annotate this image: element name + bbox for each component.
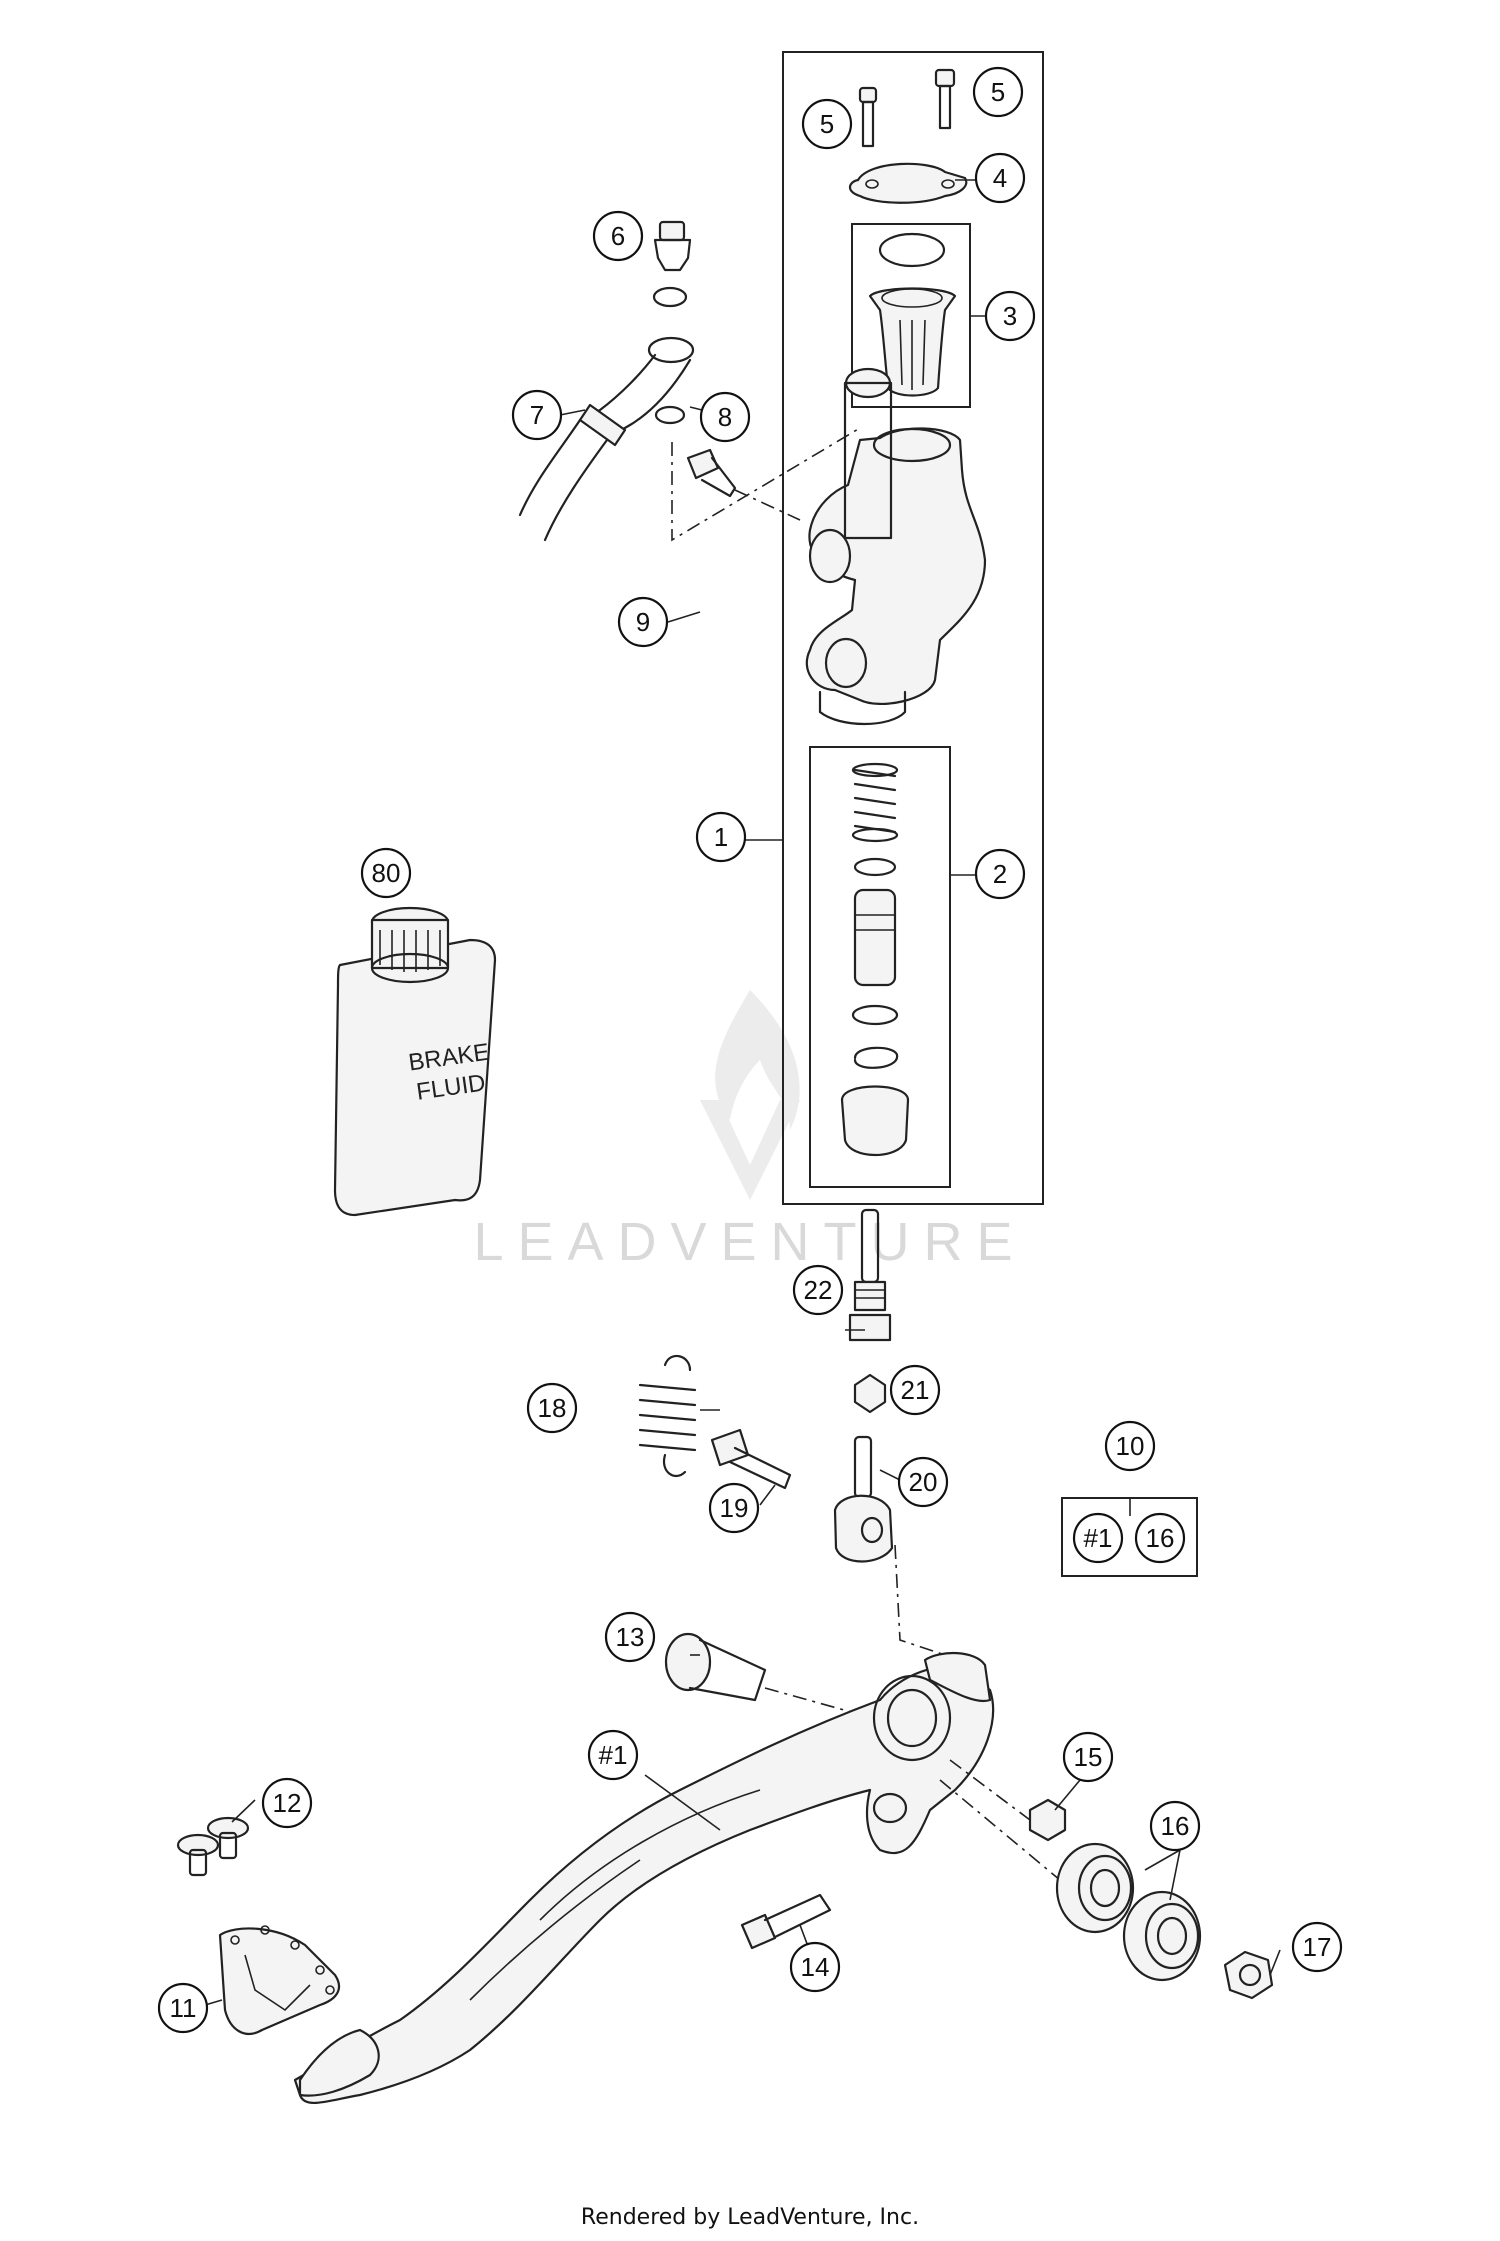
svg-text:12: 12	[273, 1788, 302, 1818]
callout-6: 6	[592, 210, 644, 262]
svg-text:21: 21	[901, 1375, 930, 1405]
nut-17	[1223, 1950, 1274, 2000]
dash-line-bolt9	[734, 489, 801, 521]
svg-text:#1: #1	[599, 1740, 628, 1770]
svg-text:9: 9	[636, 607, 650, 637]
callout-18: 18	[526, 1382, 578, 1434]
master-cylinder-body	[805, 367, 987, 726]
bearing-16-a	[1055, 1842, 1135, 1934]
callout-4: 4	[974, 152, 1026, 204]
svg-text:16: 16	[1146, 1523, 1175, 1553]
callout-10: 10	[1104, 1420, 1156, 1472]
svg-text:10: 10	[1116, 1431, 1145, 1461]
svg-text:80: 80	[372, 858, 401, 888]
svg-text:11: 11	[170, 1993, 197, 2023]
watermark: LEADVENTURE	[473, 990, 1026, 1272]
washer-8	[654, 405, 686, 425]
svg-text:6: 6	[611, 221, 625, 251]
watermark-text: LEADVENTURE	[473, 1212, 1026, 1272]
push-rod-22	[848, 1208, 892, 1342]
brake-pedal	[293, 1651, 995, 2104]
svg-text:14: 14	[801, 1952, 830, 1982]
callout-80: 80	[360, 847, 412, 899]
screw-5-left	[858, 86, 878, 148]
bearing-16-b	[1122, 1890, 1202, 1982]
callout-3: 3	[984, 290, 1036, 342]
callout-14: 14	[789, 1941, 841, 1993]
spring-18	[638, 1354, 697, 1478]
bolt-14	[740, 1893, 832, 1950]
nut-21	[853, 1373, 887, 1414]
washer-upper	[652, 286, 688, 308]
step-plate-11	[218, 1925, 341, 2036]
svg-text:13: 13	[616, 1622, 645, 1652]
footer-credit: Rendered by LeadVenture, Inc.	[580, 2205, 920, 2230]
screw-5-right	[934, 68, 956, 130]
svg-text:22: 22	[804, 1275, 833, 1305]
piston-kit-outline	[809, 746, 951, 1188]
svg-text:4: 4	[993, 163, 1007, 193]
svg-text:8: 8	[718, 402, 732, 432]
svg-text:17: 17	[1303, 1932, 1332, 1962]
svg-text:16: 16	[1161, 1811, 1190, 1841]
callout-1: 1	[695, 811, 747, 863]
callout-5-right: 5	[972, 66, 1024, 118]
callout-5-left: 5	[801, 98, 853, 150]
callout-15: 15	[1062, 1731, 1114, 1783]
svg-text:#1: #1	[1084, 1523, 1113, 1553]
banjo-bolt-6	[653, 220, 692, 272]
svg-text:15: 15	[1074, 1742, 1103, 1772]
brake-fluid-can: BRAKE FLUID	[333, 906, 497, 1217]
svg-text:1: 1	[714, 822, 728, 852]
svg-text:2: 2	[993, 859, 1007, 889]
svg-text:3: 3	[1003, 301, 1017, 331]
svg-text:19: 19	[720, 1493, 749, 1523]
brake-line	[518, 336, 695, 542]
callout-10-ref-1: #1	[1072, 1512, 1124, 1564]
svg-text:20: 20	[909, 1467, 938, 1497]
svg-text:5: 5	[991, 77, 1005, 107]
reservoir-cap	[848, 162, 968, 204]
callout-16: 16	[1149, 1800, 1201, 1852]
svg-text:5: 5	[820, 109, 834, 139]
callout-pedal-1: #1	[587, 1729, 639, 1781]
svg-text:7: 7	[530, 400, 544, 430]
callout-13: 13	[604, 1611, 656, 1663]
callout-2: 2	[974, 848, 1026, 900]
screw-12-b	[206, 1816, 250, 1860]
callout-11: 11	[157, 1982, 209, 2034]
reservoir	[868, 232, 957, 397]
callout-12: 12	[261, 1777, 313, 1829]
callout-7: 7	[511, 389, 563, 441]
callout-20: 20	[897, 1456, 949, 1508]
callout-10-ref-16: 16	[1134, 1512, 1186, 1564]
bolt-19	[710, 1428, 792, 1490]
piston-kit	[840, 762, 910, 1157]
svg-text:18: 18	[538, 1393, 567, 1423]
callout-9: 9	[617, 596, 669, 648]
screw-12-a	[176, 1833, 220, 1877]
bushing-15	[1028, 1798, 1067, 1842]
callout-8: 8	[699, 391, 751, 443]
callout-22: 22	[792, 1264, 844, 1316]
dash-line-clevis	[894, 1544, 946, 1656]
bolt-9	[686, 448, 737, 498]
clevis-20	[833, 1435, 894, 1563]
callouts: 1 2 3 4 5 5 6 7 8 9 10 #1 16 11 12 13 14…	[157, 66, 1343, 2034]
callout-17: 17	[1291, 1921, 1343, 1973]
dash-line-brakeline	[671, 427, 861, 542]
callout-21: 21	[889, 1364, 941, 1416]
callout-19: 19	[708, 1482, 760, 1534]
pin-13	[664, 1632, 767, 1702]
master-cylinder-kit-outline	[782, 51, 1044, 1205]
